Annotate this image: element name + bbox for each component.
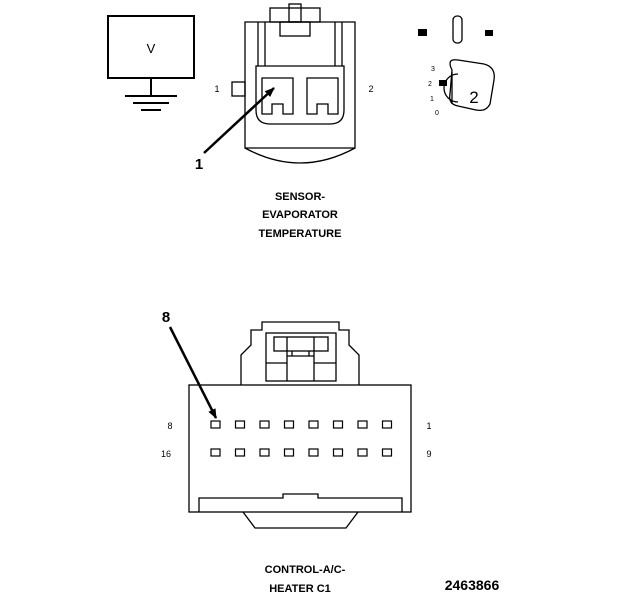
sensor-connector [231, 3, 356, 164]
voltmeter: V [107, 15, 195, 111]
sensor-caption-line3: TEMPERATURE [259, 228, 342, 240]
pin-cavity-6 [259, 420, 270, 429]
row1-left-label: 8 [167, 421, 172, 431]
heater-connector-body [188, 384, 412, 513]
probe-position-2: 2 [428, 81, 432, 88]
pin-cavity-1 [381, 420, 393, 429]
probe-callout-label: 2 [469, 88, 478, 107]
sensor-pin-2-label: 2 [368, 84, 373, 94]
pin-cavity-4 [308, 420, 319, 429]
sensor-callout-arrow [203, 87, 275, 154]
voltmeter-symbol: V [147, 41, 156, 56]
sensor-caption-line1: SENSOR- [275, 191, 325, 203]
pin-cavity-8 [210, 420, 221, 429]
pin-cavity-12 [308, 448, 319, 457]
sensor-terminal-1 [261, 77, 294, 115]
sensor-callout-label: 1 [195, 156, 203, 173]
pin-cavity-7 [234, 420, 246, 429]
probe-position-3: 3 [431, 66, 435, 73]
heater-callout-arrow [168, 326, 218, 419]
figure-number: 2463866 [445, 577, 500, 593]
heater-connector [188, 321, 412, 529]
pin-cavity-16 [210, 448, 221, 457]
pin-cavity-3 [332, 420, 344, 429]
sensor-caption-line2: EVAPORATOR [262, 209, 338, 221]
heater-caption-line2: HEATER C1 [269, 583, 331, 595]
row2-right-label: 9 [426, 449, 431, 459]
row2-left-label: 16 [161, 449, 171, 459]
pin-cavity-9 [381, 448, 393, 457]
ground-icon [125, 78, 177, 111]
pin-cavity-10 [357, 448, 368, 457]
pin-cavity-11 [332, 448, 344, 457]
terminal-probe-icon [418, 15, 495, 112]
probe-position-0: 0 [435, 110, 439, 117]
sensor-terminal-2 [306, 77, 339, 115]
pin-cavity-5 [283, 420, 295, 429]
row1-right-label: 1 [426, 421, 431, 431]
pin-cavity-14 [259, 448, 270, 457]
heater-callout-label: 8 [162, 309, 170, 326]
pin-cavity-15 [234, 448, 246, 457]
heater-caption-line1: CONTROL-A/C- [265, 564, 346, 576]
pin-cavity-2 [357, 420, 368, 429]
probe-position-1: 1 [430, 96, 434, 103]
sensor-pin-1-label: 1 [214, 84, 219, 94]
heater-pin-grid [210, 420, 393, 457]
pin-cavity-13 [283, 448, 295, 457]
